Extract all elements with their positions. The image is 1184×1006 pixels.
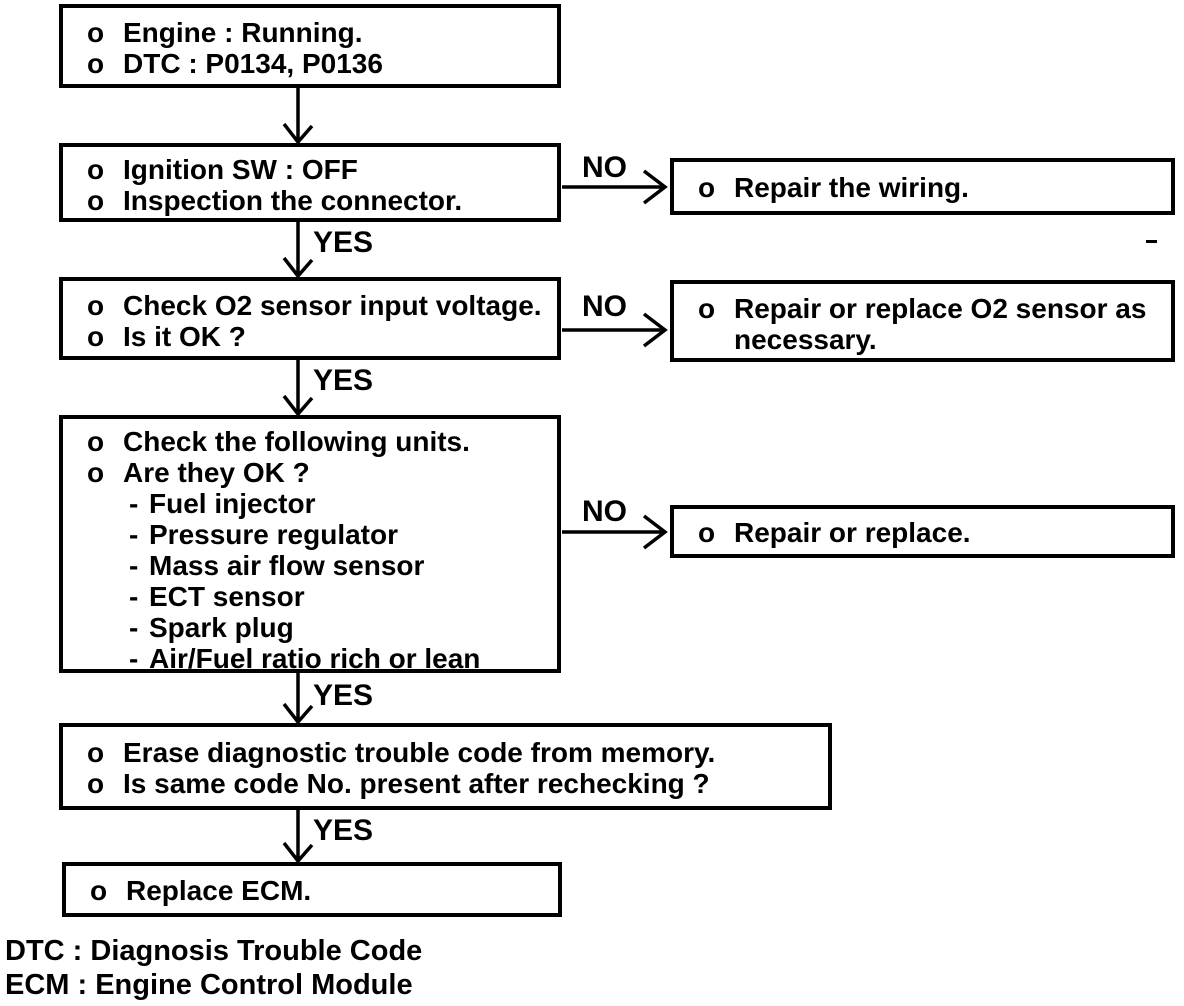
bullet: - bbox=[129, 643, 139, 674]
flow-subitem: - Spark plug bbox=[63, 612, 557, 643]
bullet: o bbox=[87, 457, 105, 488]
flow-line: o Ignition SW : OFF bbox=[63, 154, 557, 185]
flow-text: Are they OK ? bbox=[123, 457, 310, 488]
flow-line: o Engine : Running. bbox=[63, 17, 557, 48]
flow-line: o Are they OK ? bbox=[63, 457, 557, 488]
flow-text: necessary. bbox=[734, 324, 877, 355]
flow-subitem: - Fuel injector bbox=[63, 488, 557, 519]
bullet: o bbox=[87, 290, 105, 321]
bullet: - bbox=[129, 488, 139, 519]
arrow-down-4 bbox=[282, 673, 314, 725]
flow-line: o Repair or replace. bbox=[674, 517, 1171, 548]
flow-box-repair-wiring: o Repair the wiring. bbox=[670, 158, 1175, 215]
bullet: o bbox=[87, 426, 105, 457]
yes-label-3: YES bbox=[313, 679, 374, 712]
bullet: o bbox=[87, 737, 105, 768]
flow-text: ECT sensor bbox=[149, 581, 305, 612]
bullet: o bbox=[698, 172, 716, 203]
bullet: o bbox=[698, 517, 716, 548]
yes-label-4: YES bbox=[313, 814, 374, 847]
flow-subitem: - Mass air flow sensor bbox=[63, 550, 557, 581]
flow-text: Fuel injector bbox=[149, 488, 316, 519]
flow-text: DTC : P0134, P0136 bbox=[123, 48, 383, 79]
flow-text: Check the following units. bbox=[123, 426, 470, 457]
flow-text: Is same code No. present after recheckin… bbox=[123, 768, 710, 799]
flow-box-repair-or-replace: o Repair or replace. bbox=[670, 505, 1175, 558]
flow-text: Check O2 sensor input voltage. bbox=[123, 290, 542, 321]
yes-label-2: YES bbox=[313, 364, 374, 397]
bullet: - bbox=[129, 612, 139, 643]
flow-subitem: - Air/Fuel ratio rich or lean bbox=[63, 643, 557, 674]
bullet: - bbox=[129, 581, 139, 612]
flow-text: Repair or replace. bbox=[734, 517, 971, 548]
yes-label-1: YES bbox=[313, 226, 374, 259]
arrow-down-3 bbox=[282, 360, 314, 417]
legend-line-ecm: ECM : Engine Control Module bbox=[5, 969, 413, 1001]
bullet: o bbox=[90, 875, 108, 906]
flow-box-replace-ecm: o Replace ECM. bbox=[62, 862, 562, 917]
flow-text: Spark plug bbox=[149, 612, 294, 643]
flow-box-units-check: o Check the following units. o Are they … bbox=[59, 415, 561, 674]
no-label-2: NO bbox=[582, 290, 627, 323]
bullet: o bbox=[698, 293, 716, 324]
flow-text: Replace ECM. bbox=[126, 875, 312, 906]
arrow-down-5 bbox=[282, 810, 314, 864]
flow-subitem: - Pressure regulator bbox=[63, 519, 557, 550]
flow-text: Pressure regulator bbox=[149, 519, 398, 550]
flow-box-repair-o2-sensor: o Repair or replace O2 sensor as necessa… bbox=[670, 280, 1175, 362]
stray-dash-mark bbox=[1146, 240, 1157, 243]
flow-text: Air/Fuel ratio rich or lean bbox=[149, 643, 481, 674]
flow-line: o DTC : P0134, P0136 bbox=[63, 48, 557, 79]
flow-box-erase-code: o Erase diagnostic trouble code from mem… bbox=[59, 723, 832, 810]
no-label-1: NO bbox=[582, 151, 627, 184]
flow-box-ignition-check: o Ignition SW : OFF o Inspection the con… bbox=[59, 143, 561, 222]
bullet: o bbox=[87, 185, 105, 216]
flow-text: Ignition SW : OFF bbox=[123, 154, 358, 185]
bullet: o bbox=[87, 321, 105, 352]
flow-text: Repair the wiring. bbox=[734, 172, 969, 203]
flow-line: o Inspection the connector. bbox=[63, 185, 557, 216]
arrow-down-1 bbox=[282, 88, 314, 145]
flow-text: Mass air flow sensor bbox=[149, 550, 425, 581]
legend: DTC : Diagnosis Trouble Code ECM : Engin… bbox=[5, 934, 422, 1002]
flow-line: o Is it OK ? bbox=[63, 321, 557, 352]
flow-text: Erase diagnostic trouble code from memor… bbox=[123, 737, 716, 768]
flow-subitem: - ECT sensor bbox=[63, 581, 557, 612]
bullet: - bbox=[129, 519, 139, 550]
flow-line: o Repair or replace O2 sensor as bbox=[674, 293, 1171, 324]
flow-line: o Is same code No. present after recheck… bbox=[63, 768, 828, 799]
flow-line: o Check O2 sensor input voltage. bbox=[63, 290, 557, 321]
legend-line-dtc: DTC : Diagnosis Trouble Code bbox=[5, 935, 423, 967]
flow-text: Inspection the connector. bbox=[123, 185, 463, 216]
flow-text: Repair or replace O2 sensor as bbox=[734, 293, 1147, 324]
bullet: o bbox=[87, 48, 105, 79]
bullet: o bbox=[87, 17, 105, 48]
flow-line-continuation: necessary. bbox=[674, 324, 1171, 355]
flow-box-o2-voltage-check: o Check O2 sensor input voltage. o Is it… bbox=[59, 277, 561, 360]
flow-line: o Check the following units. bbox=[63, 426, 557, 457]
bullet: o bbox=[87, 768, 105, 799]
bullet: - bbox=[129, 550, 139, 581]
flow-line: o Erase diagnostic trouble code from mem… bbox=[63, 737, 828, 768]
flow-text: Engine : Running. bbox=[123, 17, 363, 48]
flow-line: o Repair the wiring. bbox=[674, 172, 1171, 203]
bullet: o bbox=[87, 154, 105, 185]
flow-box-start: o Engine : Running. o DTC : P0134, P0136 bbox=[59, 4, 561, 88]
arrow-down-2 bbox=[282, 222, 314, 279]
no-label-3: NO bbox=[582, 495, 627, 528]
flow-line: o Replace ECM. bbox=[66, 875, 558, 906]
flow-text: Is it OK ? bbox=[123, 321, 246, 352]
